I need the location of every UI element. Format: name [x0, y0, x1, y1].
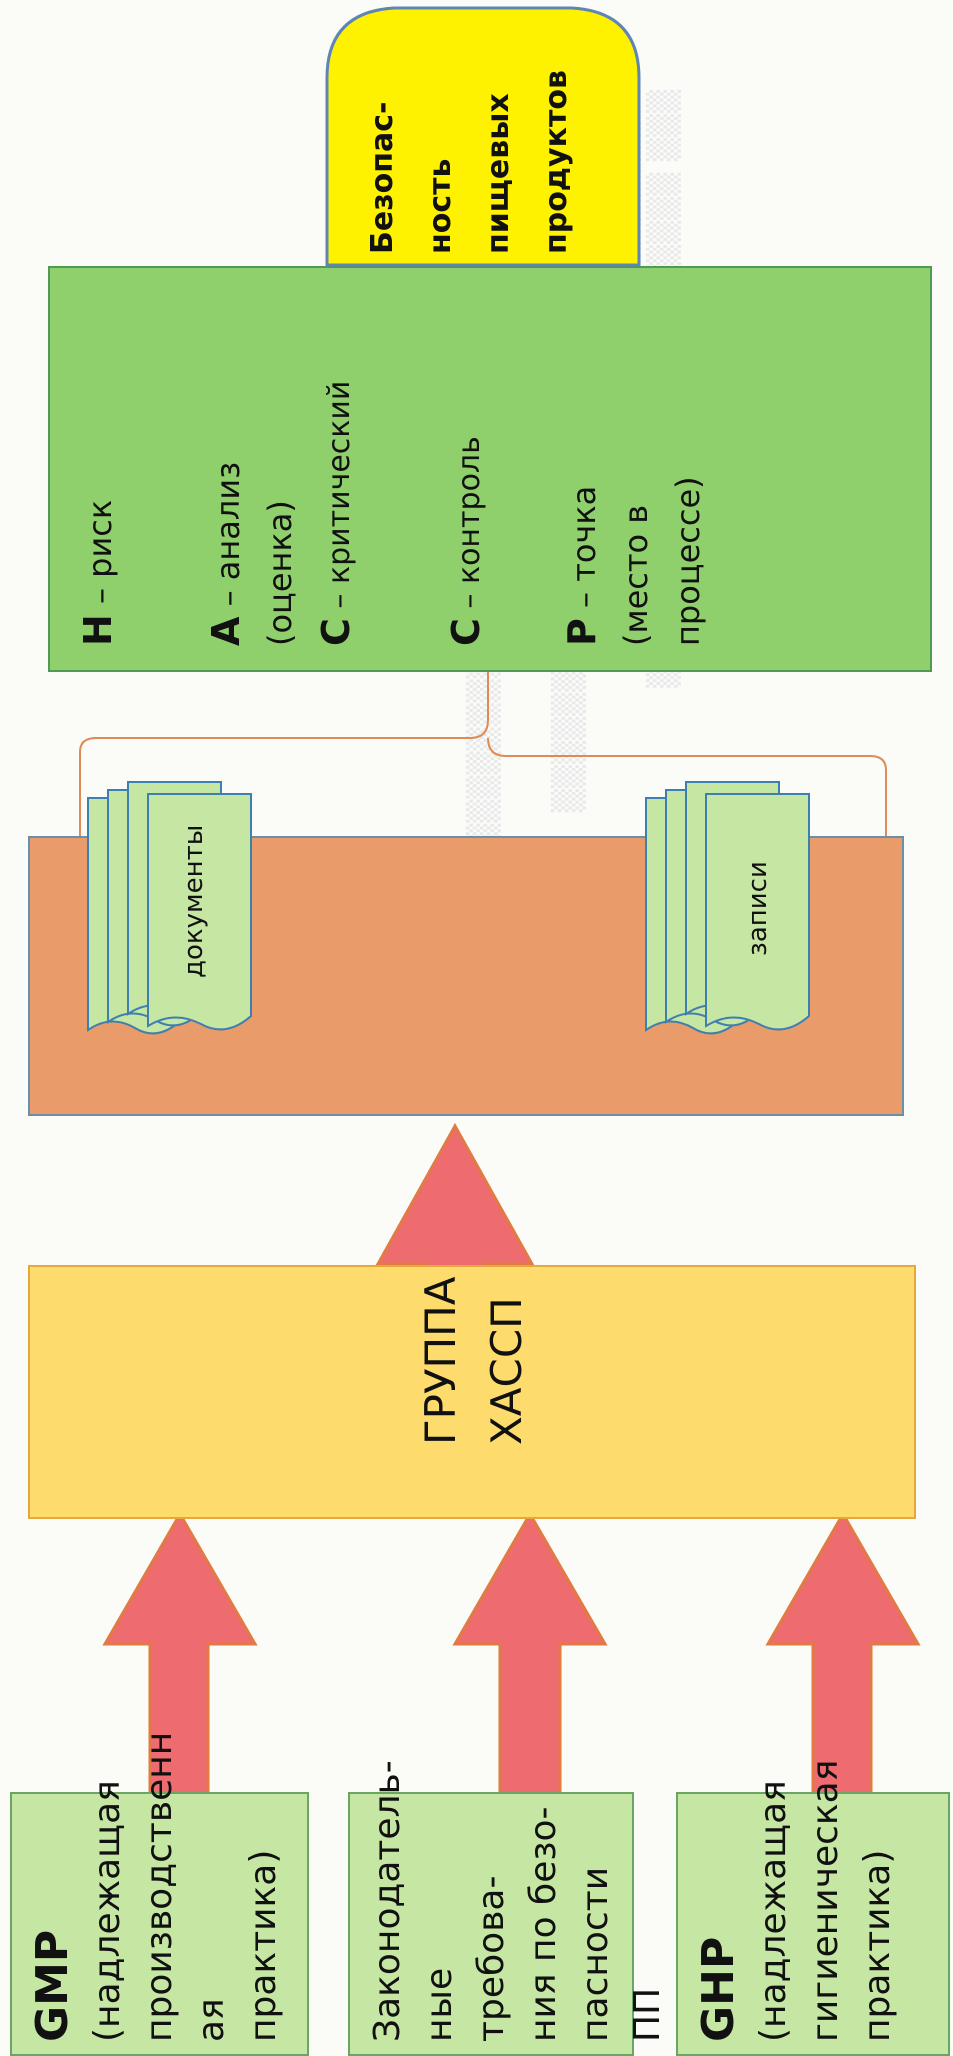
- legislation-line: ния по безо-: [523, 1806, 564, 2042]
- ghp-line: (надлежащая: [753, 1780, 794, 2042]
- gmp-line: (надлежащая: [87, 1780, 128, 2042]
- ghp-line: практика): [857, 1849, 898, 2042]
- food-safety-label: Безопас- ность пищевых продуктов: [354, 14, 586, 254]
- ghp-title: GHP: [693, 1936, 744, 2042]
- arrows: [102, 1122, 921, 1796]
- arrow-ghp: [765, 1510, 921, 1796]
- p-text3: процессе): [669, 476, 707, 646]
- legislation-line: ные требова-: [419, 1875, 512, 2042]
- documents-stack: документы: [86, 780, 261, 1042]
- bracket-line: [487, 737, 887, 836]
- p-entry: P – точка (место в процессе): [556, 296, 714, 646]
- legislation-text: Законодатель- ные требова- ния по безо- …: [362, 1760, 674, 2042]
- food-safety-line: пищевых: [481, 93, 516, 254]
- haccp-group-line: ХАССП: [482, 1297, 531, 1445]
- c1-entry: C – критический: [312, 266, 364, 646]
- legislation-line: пасности ПП: [575, 1866, 668, 2042]
- haccp-group-box: ГРУППА ХАССП: [28, 1265, 916, 1519]
- legislation-box: Законодатель- ные требова- ния по безо- …: [348, 1760, 668, 2056]
- gmp-title: GMP: [27, 1929, 78, 2042]
- arrow-law: [452, 1510, 608, 1796]
- food-safety-line: Безопас-: [365, 101, 400, 254]
- h-letter: H: [76, 614, 120, 646]
- food-safety-line: ность: [423, 158, 458, 254]
- bracket-line: [79, 672, 489, 836]
- haccp-group-label: ГРУППА ХАССП: [408, 1276, 540, 1445]
- a-entry: A – анализ (оценка): [200, 296, 306, 646]
- arrow-gmp: [102, 1510, 258, 1796]
- ghp-box: GHP (надлежащая гигиеническая практика): [676, 1759, 950, 2056]
- documents-label: документы: [179, 824, 209, 978]
- document-icon: [87, 781, 252, 1035]
- c2-letter: C: [444, 618, 488, 646]
- gmp-line: ая практика): [191, 1849, 284, 2042]
- document-icon: [645, 781, 810, 1035]
- c2-text: – контроль: [452, 436, 487, 619]
- food-safety-shape: [325, 6, 641, 267]
- records-label: записи: [743, 861, 773, 956]
- h-entry: H – риск: [74, 296, 124, 646]
- haccp-meaning-box: H – риск A – анализ (оценка) C – критиче…: [48, 266, 932, 672]
- p-letter: P: [560, 618, 604, 646]
- c1-letter: C: [314, 618, 358, 646]
- p-text2: (место в: [617, 504, 655, 646]
- ghp-line: гигиеническая: [805, 1759, 846, 2042]
- haccp-group-line: ГРУППА: [416, 1276, 465, 1445]
- a-text2: (оценка): [261, 500, 299, 646]
- records-stack: записи: [644, 780, 819, 1042]
- documentation-box: документы записи: [28, 781, 904, 1116]
- h-text: – риск: [81, 499, 119, 615]
- food-safety-line: продуктов: [539, 70, 574, 254]
- ghp-text: GHP (надлежащая гигиеническая практика): [690, 1759, 904, 2042]
- c1-text: – критический: [322, 380, 357, 619]
- c2-entry: C – контроль: [442, 296, 494, 646]
- p-text: – точка: [565, 485, 603, 619]
- legislation-line: Законодатель-: [367, 1760, 408, 2042]
- gmp-box: GMP (надлежащая производственн ая практи…: [10, 1731, 309, 2056]
- a-letter: A: [204, 616, 248, 646]
- a-text: – анализ: [209, 461, 247, 617]
- gmp-line: производственн: [139, 1731, 180, 2042]
- gmp-text: GMP (надлежащая производственн ая практи…: [24, 1731, 290, 2042]
